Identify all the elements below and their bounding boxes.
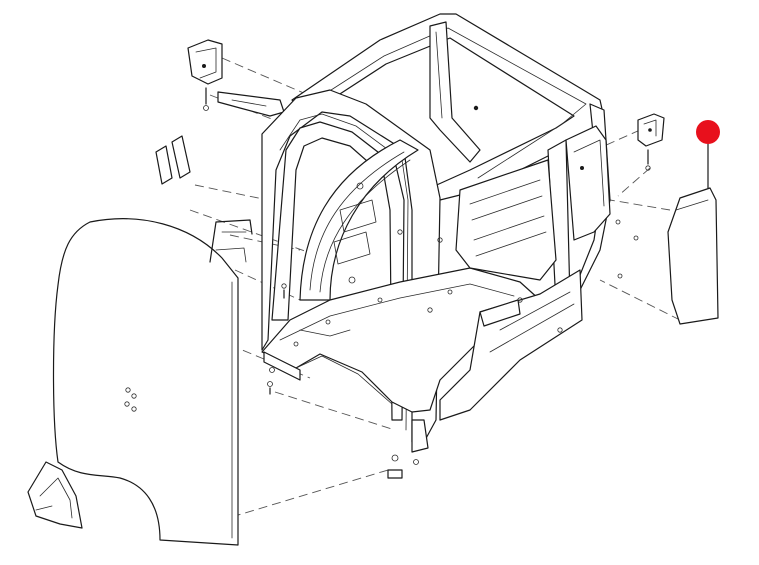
- cab-frame: [261, 13, 639, 453]
- grab-handle: [209, 219, 253, 263]
- right-side-glass: [667, 187, 719, 325]
- red-marker-dot: [696, 120, 720, 144]
- hinge-bracket-right: [637, 113, 665, 171]
- glass-strips: [155, 135, 191, 185]
- hinge-bracket-left: [187, 39, 223, 111]
- fasteners: [267, 283, 419, 479]
- callout-marker: [696, 120, 720, 189]
- left-door-glass: [52, 218, 239, 546]
- hinge-arm: [217, 91, 285, 117]
- lower-mount-bracket: [27, 461, 83, 529]
